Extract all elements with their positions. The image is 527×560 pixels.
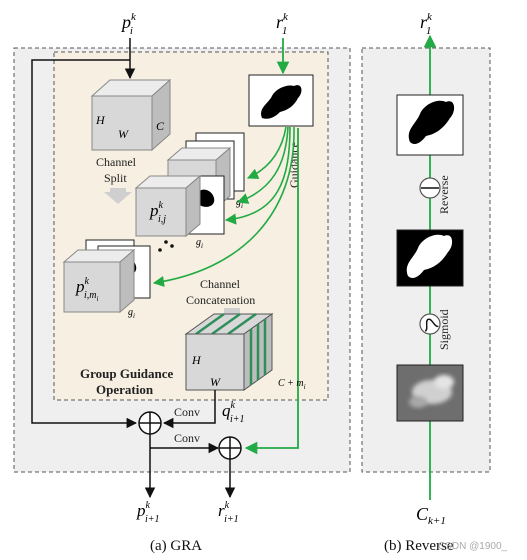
watermark: CSDN @1900_ xyxy=(438,541,508,552)
cube-c-label: C xyxy=(156,119,165,133)
sigmoid-op-node xyxy=(419,313,441,335)
concat-output-cube: H W C + mi xyxy=(184,312,306,391)
cube-h-label: H xyxy=(95,113,106,127)
input-feature-cube: H W C xyxy=(90,78,172,152)
ellipsis-dots xyxy=(158,240,174,252)
concat-label-2: Concatenation xyxy=(186,293,255,307)
p-skip-branch xyxy=(31,59,138,429)
concat-to-conv-line xyxy=(162,390,216,429)
g-i-label-2: gi xyxy=(196,237,203,250)
reverse-caption: (b) Reverse xyxy=(384,538,454,554)
out-c-label: C + mi xyxy=(278,378,306,391)
sigmoid-op-label: Sigmoid xyxy=(437,309,451,350)
out-h-label: H xyxy=(191,353,202,367)
concat-label-1: Channel xyxy=(200,277,241,291)
sum-node-1 xyxy=(138,411,162,435)
reverse-op-label: Reverse xyxy=(437,175,451,214)
conv-label-1: Conv xyxy=(174,405,200,419)
sum-node-2 xyxy=(218,436,242,460)
coarse-map xyxy=(396,364,464,422)
ggo-label-1: Group Guidance xyxy=(80,366,174,381)
guidance-map xyxy=(248,74,314,127)
ggo-label-2: Operation xyxy=(96,382,154,397)
out-w-label: W xyxy=(210,375,221,389)
g-i-label-3: gi xyxy=(128,307,135,320)
reverse-op-node xyxy=(419,177,441,199)
guidance-down-line xyxy=(244,128,299,455)
split-down-arrow xyxy=(104,188,132,204)
gra-caption: (a) GRA xyxy=(150,538,202,554)
guidance-arrows xyxy=(152,126,295,288)
reversed-map xyxy=(396,94,464,156)
conv-label-2: Conv xyxy=(174,431,200,445)
channel-split-label-1: Channel xyxy=(96,155,137,169)
channel-split-label-2: Split xyxy=(104,171,127,185)
cube-w-label: W xyxy=(118,127,129,141)
sigmoid-map xyxy=(396,229,464,287)
reverse-bottom-c-label: Ck+1 xyxy=(416,504,446,527)
